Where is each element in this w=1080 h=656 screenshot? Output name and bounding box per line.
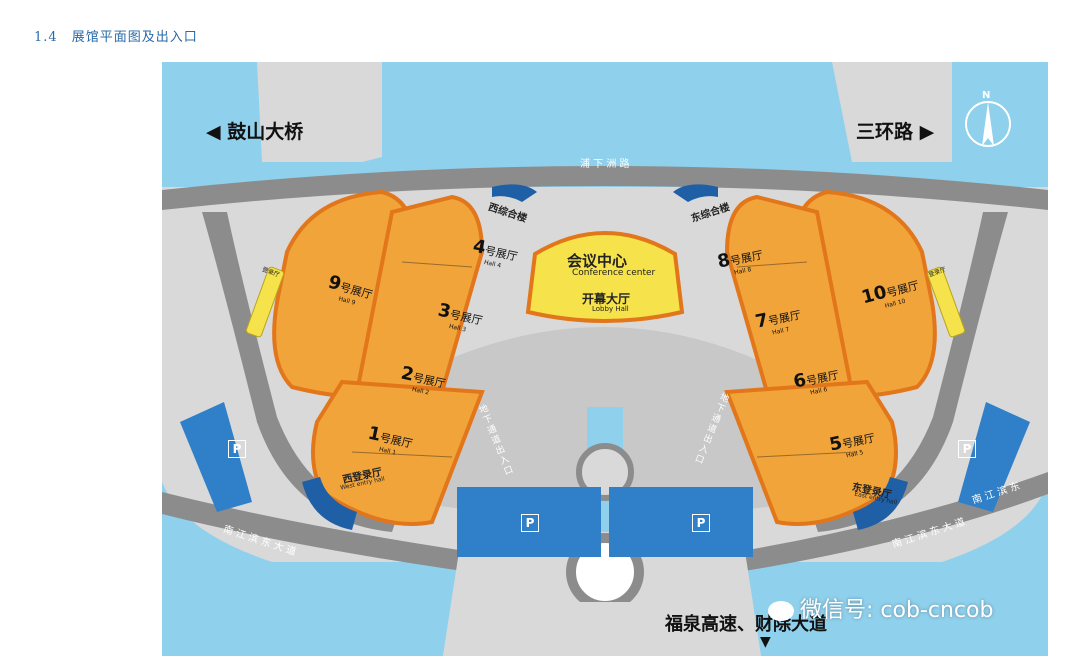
east-tower-roof (673, 184, 718, 202)
parking-icon-west[interactable]: P (228, 440, 246, 458)
roundabout-north (576, 443, 634, 501)
land-northeast (832, 62, 952, 162)
road-southwest (162, 492, 542, 582)
east-registration-strip (926, 266, 966, 338)
parking-icon-south-east[interactable]: P (692, 514, 710, 532)
parking-icon-south-west[interactable]: P (521, 514, 539, 532)
west-entry-hall-canopy (302, 477, 357, 530)
compass-label: N (982, 90, 991, 101)
parking-lot-west (180, 402, 252, 512)
road-east-ring (813, 212, 1008, 532)
map-canvas (162, 62, 1048, 656)
road-north-label: 浦 下 洲 路 (580, 159, 630, 170)
lobby-name-en: Lobby Hall (592, 305, 629, 313)
conference-name-cn: 会议中心 (567, 252, 628, 270)
parking-lot-south-west (457, 487, 601, 557)
parking-icon-east[interactable]: P (958, 440, 976, 458)
parking-lot-east (958, 402, 1030, 512)
section-heading: 1.4 展馆平面图及出入口 (34, 26, 212, 45)
wechat-watermark: 微信号: cob-cncob (768, 592, 993, 624)
direction-east-label: 三环路 ▶ (856, 121, 935, 143)
divider-hall6-hall5 (756, 451, 858, 458)
road-southeast (672, 472, 1048, 582)
parking-lot-south-east (609, 487, 753, 557)
conference-name-en: Conference center (572, 268, 656, 278)
south-approach (552, 602, 658, 656)
section-number: 1.4 (34, 30, 58, 45)
compass (965, 101, 1011, 147)
lobby-name-cn: 开幕大厅 (582, 292, 631, 306)
east-entry-hall-canopy (853, 477, 908, 530)
west-registration-strip (245, 266, 285, 338)
west-tower-roof (492, 184, 537, 202)
road-west-ring (202, 212, 397, 532)
direction-south-arrow: ▼ (760, 634, 771, 650)
road-north (162, 166, 1048, 210)
divider-hall8-hall7 (736, 261, 808, 268)
section-title-text: 展馆平面图及出入口 (71, 30, 198, 45)
divider-hall2-hall1 (351, 451, 453, 458)
wechat-icon (768, 601, 794, 621)
venue-floor-plan-map: N ◀ 鼓山大桥 三环路 ▶ 浦 下 洲 路 南 江 滨 东 大 道 南 江 滨… (162, 62, 1048, 656)
conference-center-building (525, 231, 685, 323)
wechat-id: 微信号: cob-cncob (800, 598, 994, 623)
land-northwest (257, 62, 382, 162)
direction-west-label: ◀ 鼓山大桥 (206, 121, 304, 143)
divider-hall4-hall3 (401, 261, 473, 268)
